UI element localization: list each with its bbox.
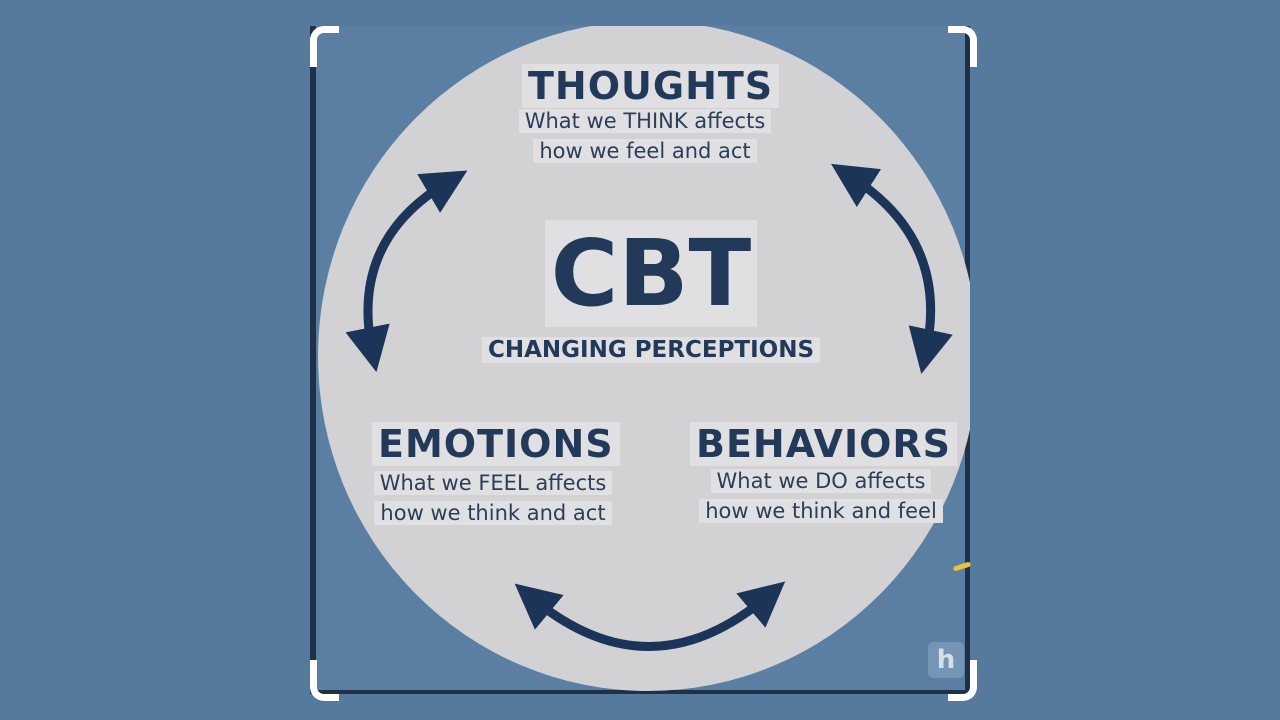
cbt-title: CBT [544,220,758,327]
behaviors-title: BEHAVIORS [690,422,958,466]
frame-corner-top-left [310,26,339,67]
emotions-description: What we FEEL affects how we think and ac… [355,468,631,528]
cbt-subtitle: CHANGING PERCEPTIONS [481,337,821,363]
emotions-heading: EMOTIONS [372,422,620,466]
thoughts-heading: THOUGHTS [522,64,780,108]
emotions-line-1: What we FEEL affects [373,471,613,495]
thoughts-line-2: how we feel and act [533,139,757,163]
double-arrow-icon-left [345,170,468,373]
double-arrow-icon-bottom [514,581,786,651]
behaviors-line-2: how we think and feel [699,499,943,523]
frame-corner-bottom-left [310,660,339,701]
thoughts-title: THOUGHTS [522,64,780,108]
frame-corner-top-right [948,26,977,67]
thoughts-line-1: What we THINK affects [518,109,772,133]
behaviors-description: What we DO affects how we think and feel [692,466,950,526]
behaviors-heading: BEHAVIORS [690,422,958,466]
watermark-logo-icon: h [928,642,964,678]
frame-corner-bottom-right [948,660,977,701]
emotions-line-2: how we think and act [374,501,612,525]
double-arrow-icon-right [831,163,953,375]
center-title: CBT [528,220,774,327]
emotions-title: EMOTIONS [372,422,620,466]
thoughts-description: What we THINK affects how we feel and ac… [500,106,790,166]
center-subtitle: CHANGING PERCEPTIONS [470,337,832,363]
behaviors-line-1: What we DO affects [710,469,932,493]
